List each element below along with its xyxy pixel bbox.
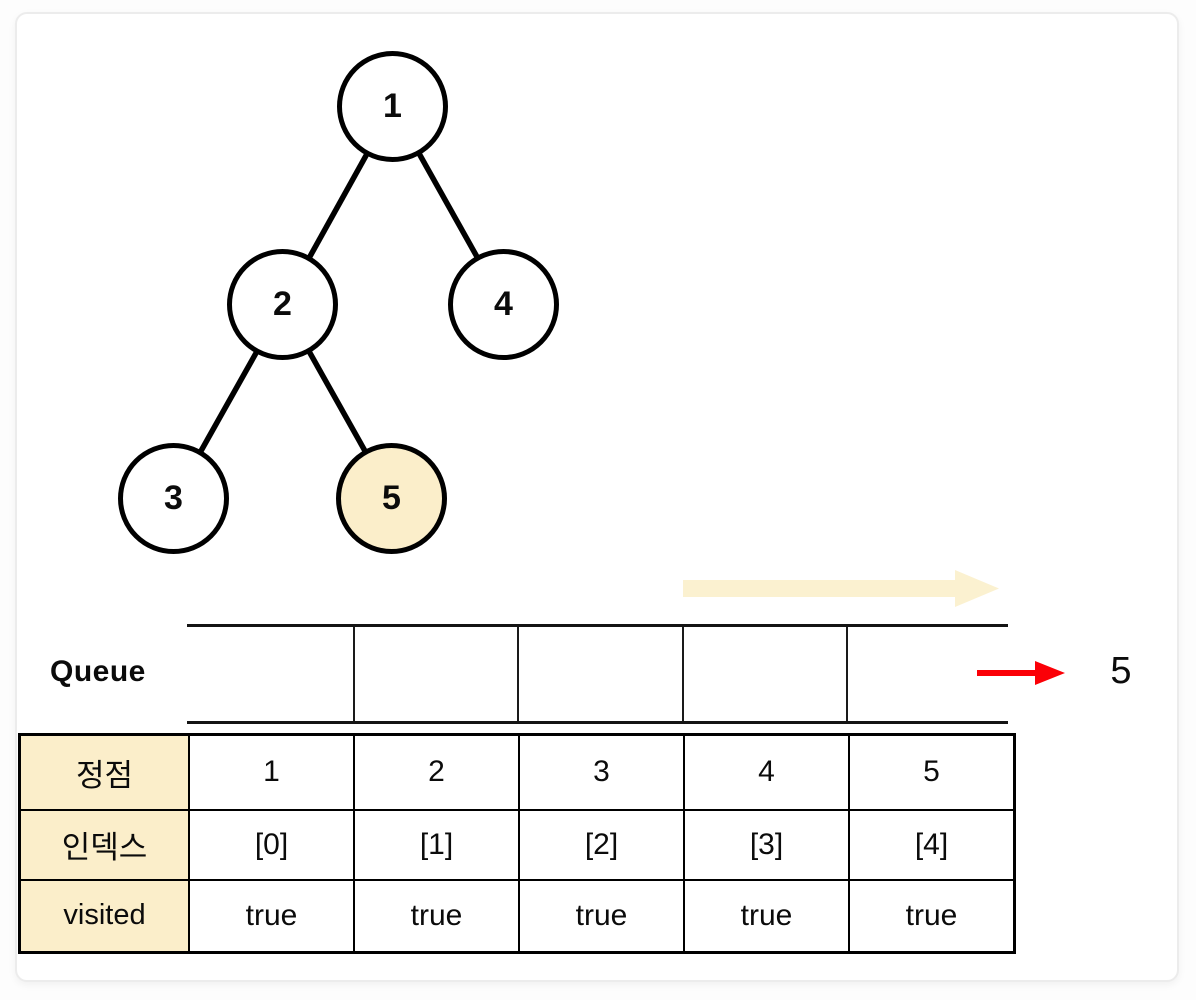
vertex-cell: 3: [518, 733, 685, 811]
tree-node-5-highlighted: 5: [336, 443, 447, 554]
dequeued-value: 5: [1110, 650, 1132, 692]
index-cell: [4]: [848, 808, 1016, 881]
row-header-vertex: 정점: [18, 733, 190, 811]
queue-cell-2: [517, 627, 682, 721]
table-row-visited: visited true true true true true: [18, 878, 1016, 954]
index-cell: [1]: [353, 808, 520, 881]
visited-cell: true: [848, 878, 1016, 954]
queue-cell-0: [187, 627, 353, 721]
queue-container: [187, 624, 1008, 724]
queue-cell-3: [682, 627, 846, 721]
index-cell: [0]: [188, 808, 355, 881]
visited-cell: true: [353, 878, 520, 954]
table-row-index: 인덱스 [0] [1] [2] [3] [4]: [18, 808, 1016, 881]
vertex-cell: 2: [353, 733, 520, 811]
row-header-index: 인덱스: [18, 808, 190, 881]
queue-label: Queue: [50, 655, 146, 688]
index-cell: [2]: [518, 808, 685, 881]
tree-node-4: 4: [448, 249, 559, 360]
visited-cell: true: [518, 878, 685, 954]
tree-node-1: 1: [337, 51, 448, 162]
tree-node-2: 2: [227, 249, 338, 360]
index-cell: [3]: [683, 808, 850, 881]
tree-node-label: 2: [273, 285, 292, 323]
row-header-visited: visited: [18, 878, 190, 954]
state-table: 정점 1 2 3 4 5 인덱스 [0] [1] [2] [3] [4] vis…: [18, 733, 1016, 954]
queue-cell-4: [846, 627, 1008, 721]
flow-direction-arrow-icon: [683, 570, 999, 607]
tree-node-label: 4: [494, 285, 513, 323]
visited-cell: true: [188, 878, 355, 954]
queue-cell-1: [353, 627, 517, 721]
table-row-vertex: 정점 1 2 3 4 5: [18, 733, 1016, 811]
tree-node-3: 3: [118, 443, 229, 554]
dequeue-arrow-icon: [977, 661, 1065, 685]
tree-node-label: 5: [382, 479, 401, 517]
vertex-cell: 1: [188, 733, 355, 811]
vertex-cell: 4: [683, 733, 850, 811]
vertex-cell: 5: [848, 733, 1016, 811]
tree-node-label: 1: [383, 87, 402, 125]
tree-node-label: 3: [164, 479, 183, 517]
visited-cell: true: [683, 878, 850, 954]
